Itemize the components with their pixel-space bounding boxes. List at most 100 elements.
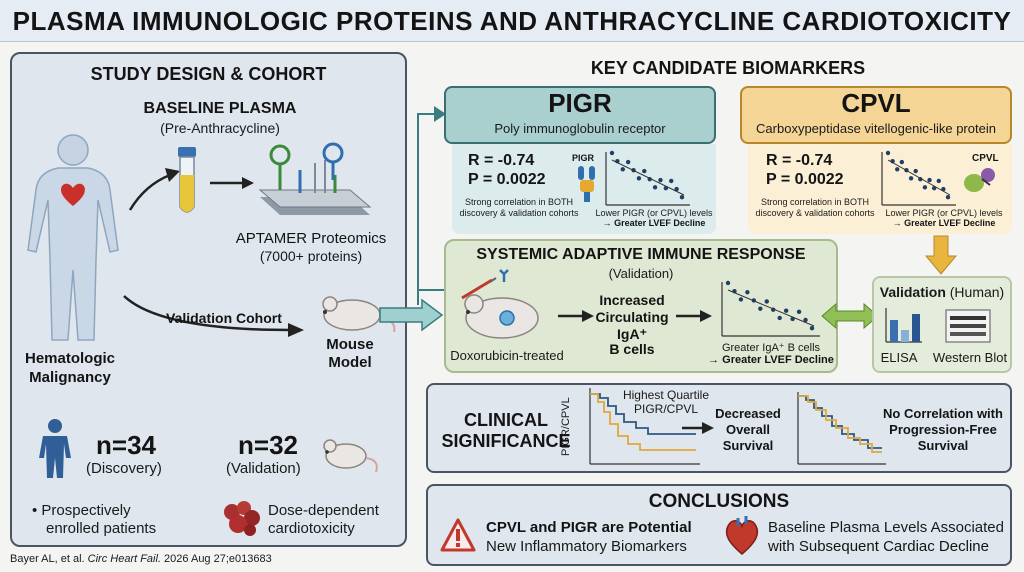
survival-curve-a bbox=[798, 395, 882, 449]
validation-cohort-arrow-icon bbox=[123, 295, 304, 337]
plot-point bbox=[674, 186, 679, 192]
quartile-line-2: PIGR/CPVL bbox=[633, 402, 699, 416]
decreased-line-3: Survival bbox=[722, 438, 774, 453]
treated-mouse-icon bbox=[461, 269, 539, 339]
conclusion-right-2: with Subsequent Cardiac Decline bbox=[768, 538, 989, 555]
no-correlation-line-2: Progression-Free bbox=[889, 422, 997, 437]
discovery-label: (Discovery) bbox=[86, 460, 162, 477]
validation-cohort-label: Validation Cohort bbox=[166, 310, 282, 326]
cardiac-cells-icon bbox=[224, 501, 260, 536]
heme-line-2: Malignancy bbox=[29, 369, 111, 386]
western-blot-icon bbox=[945, 309, 991, 343]
plot-trend-line bbox=[887, 159, 951, 196]
cpvl-r: R = -0.74 bbox=[766, 152, 833, 169]
adaptive-header: SYSTEMIC ADAPTIVE IMMUNE RESPONSE bbox=[476, 246, 806, 263]
plot-point bbox=[725, 280, 731, 286]
inc-line-1: Increased bbox=[599, 292, 665, 308]
pigr-r: R = -0.74 bbox=[468, 152, 535, 169]
pigr-plot-caption-2: → Greater LVEF Decline bbox=[602, 218, 706, 228]
aptamer-chip-icon bbox=[258, 142, 372, 215]
survival-curve-b bbox=[798, 395, 882, 453]
plot-point bbox=[783, 308, 789, 313]
cpvl-note-2: discovery & validation cohorts bbox=[755, 208, 875, 218]
no-correlation-line-3: Survival bbox=[917, 438, 969, 453]
arrow-to-tube-icon bbox=[128, 168, 180, 211]
plot-point bbox=[636, 176, 642, 181]
cpvl-icon-label: CPVL bbox=[972, 153, 999, 164]
conclusions-header: CONCLUSIONS bbox=[648, 491, 790, 512]
plot-point bbox=[764, 299, 769, 304]
doxo-label: Doxorubicin-treated bbox=[450, 348, 564, 363]
plot-point bbox=[945, 195, 951, 200]
plot-trend-line bbox=[611, 159, 685, 196]
bcell-scatter-plot bbox=[721, 280, 820, 337]
human-figure-icon bbox=[27, 134, 119, 341]
dose-line-2: cardiotoxicity bbox=[268, 520, 355, 537]
plot-point bbox=[922, 185, 928, 190]
mouse-model-line-1: Mouse bbox=[326, 336, 374, 353]
western-label: Western Blot bbox=[932, 350, 1008, 365]
clinical-significance-panel bbox=[426, 383, 1012, 473]
plot-point bbox=[803, 317, 808, 323]
plot-point bbox=[777, 315, 782, 321]
arrow-to-adaptive-icon bbox=[379, 298, 444, 332]
conclusion-right-1: Baseline Plasma Levels Associated bbox=[768, 519, 1004, 536]
plot-trend-line bbox=[727, 289, 815, 327]
elisa-bar-icon bbox=[885, 308, 922, 343]
cpvl-full: Carboxypeptidase vitellogenic-like prote… bbox=[756, 121, 996, 136]
dose-line-1: Dose-dependent bbox=[268, 502, 379, 519]
clinical-header-2: SIGNIFICANCE bbox=[441, 431, 571, 451]
plot-point bbox=[652, 185, 658, 190]
pigr-note-1: Strong correlation in BOTH bbox=[464, 197, 574, 207]
pigr-name: PIGR bbox=[548, 88, 612, 118]
plot-point bbox=[658, 177, 663, 183]
baseline-plasma-sub: (Pre-Anthracycline) bbox=[160, 120, 280, 136]
plot-point bbox=[620, 167, 625, 172]
down-arrow-icon bbox=[924, 235, 958, 275]
n-validation: n=32 bbox=[238, 430, 298, 460]
heart-icon bbox=[725, 516, 759, 555]
plot-point bbox=[908, 176, 914, 181]
mouse-icon bbox=[322, 296, 396, 333]
validation-label: (Validation) bbox=[226, 460, 301, 477]
survival-plot-2 bbox=[797, 392, 886, 465]
double-arrow-icon bbox=[821, 302, 879, 330]
pigr-box bbox=[444, 86, 716, 144]
heme-line-1: Hematologic bbox=[24, 350, 115, 367]
cpvl-note-1: Strong correlation in BOTH bbox=[760, 197, 870, 207]
cpvl-p: P = 0.0022 bbox=[766, 171, 844, 188]
survival-curve-b bbox=[590, 393, 696, 451]
biomarkers-header: KEY CANDIDATE BIOMARKERS bbox=[590, 58, 866, 78]
conclusion-left-2: New Inflammatory Biomarkers bbox=[486, 538, 687, 555]
plot-point bbox=[738, 297, 744, 302]
pigr-p: P = 0.0022 bbox=[468, 171, 546, 188]
plot-point bbox=[899, 159, 905, 165]
clinical-y-label: PIGR/CPVL bbox=[560, 397, 572, 456]
title-bar bbox=[0, 0, 1024, 42]
cpvl-box bbox=[740, 86, 1012, 144]
cpvl-name: CPVL bbox=[841, 88, 911, 118]
warning-icon bbox=[440, 518, 476, 552]
pigr-plot-caption-1: Lower PIGR (or CPVL) levels bbox=[595, 208, 713, 218]
receptor-icon bbox=[578, 166, 595, 202]
mouse-small-icon bbox=[323, 439, 378, 473]
aptamer-title: APTAMER Proteomics bbox=[235, 230, 387, 247]
no-correlation-line-1: No Correlation with bbox=[883, 406, 1003, 421]
conclusion-left-1: CPVL and PIGR are Potential bbox=[486, 519, 692, 536]
plot-point bbox=[758, 306, 763, 311]
plot-point bbox=[679, 195, 685, 200]
mouse-model-line-2: Model bbox=[328, 354, 372, 371]
n-discovery: n=34 bbox=[96, 430, 156, 460]
pigr-icon-label: PIGR bbox=[572, 153, 595, 163]
cpvl-scatter-plot bbox=[881, 150, 956, 206]
plot-point bbox=[609, 150, 615, 156]
elisa-label: ELISA bbox=[880, 350, 918, 365]
citation: Bayer AL, et al. Circ Heart Fail. 2026 A… bbox=[10, 553, 272, 565]
plot-point bbox=[796, 309, 802, 314]
quartile-line-1: Highest Quartile bbox=[622, 388, 710, 402]
plot-point bbox=[809, 326, 815, 331]
cpvl-plot-caption-2: → Greater LVEF Decline bbox=[892, 218, 996, 228]
arrow-to-survival-icon bbox=[682, 422, 714, 434]
page-title: PLASMA IMMUNOLOGIC PROTEINS AND ANTHRACY… bbox=[12, 6, 1012, 36]
plot-point bbox=[745, 290, 750, 295]
